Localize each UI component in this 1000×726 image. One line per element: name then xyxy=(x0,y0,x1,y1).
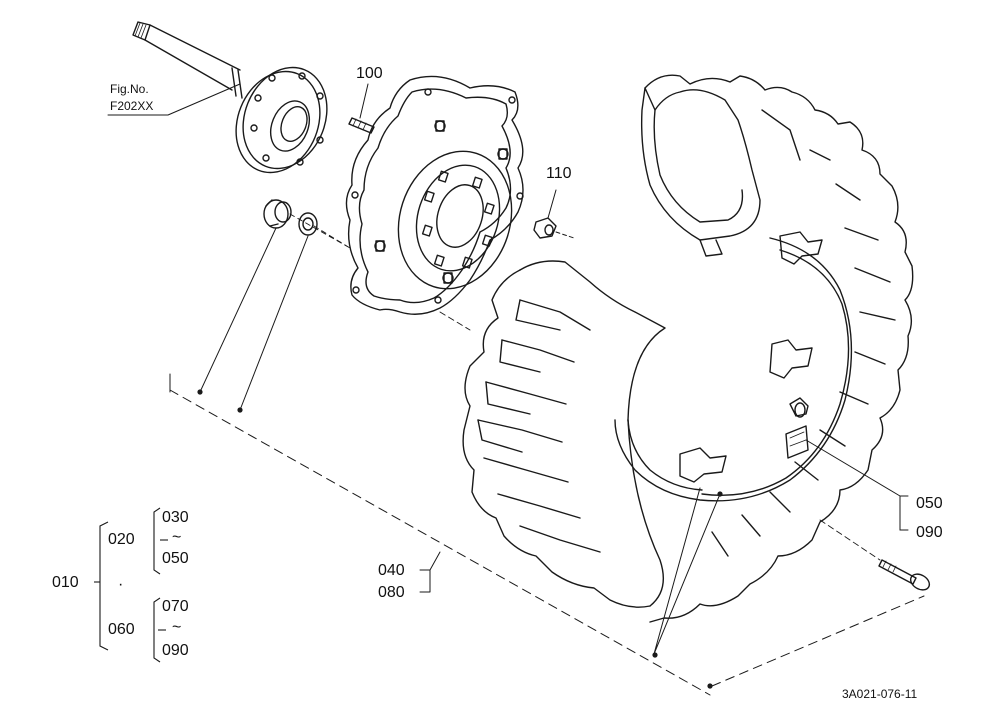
legend-group2: 060 xyxy=(108,621,135,638)
figure-ref-leader xyxy=(107,83,241,116)
callout-080: 080 xyxy=(378,584,405,601)
legend-brackets xyxy=(94,507,168,663)
legend-group2-from: 070 xyxy=(162,598,189,615)
figure-ref-line2: F202XX xyxy=(110,99,154,113)
legend-group1-from: 030 xyxy=(162,509,189,526)
drawing-number: 3A021-076-11 xyxy=(842,687,918,701)
axle-flange xyxy=(235,66,328,174)
lug-bolt xyxy=(819,519,931,591)
callout-100: 100 xyxy=(356,65,383,82)
tire-front xyxy=(462,260,666,608)
callout-090: 090 xyxy=(916,524,943,541)
legend-group1: 020 xyxy=(108,531,135,548)
assembly-dot xyxy=(707,683,713,689)
leader-040-080 xyxy=(419,551,441,571)
wheel-disc xyxy=(345,75,524,315)
assembly-dot xyxy=(237,407,243,413)
legend-group2-to: 090 xyxy=(162,642,189,659)
leader-tire-dots xyxy=(653,487,721,655)
axle-shaft xyxy=(132,21,243,99)
assembly-dot xyxy=(717,491,723,497)
tire-rear xyxy=(641,74,914,623)
assembly-dash-bolt xyxy=(711,595,925,687)
figure-ref-line1: Fig.No. xyxy=(110,82,149,96)
legend-group1-to: 050 xyxy=(162,550,189,567)
callout-040: 040 xyxy=(378,562,405,579)
assembly-dot xyxy=(652,652,658,658)
callout-110: 110 xyxy=(546,165,572,182)
legend-group1-range: ~ xyxy=(172,529,182,546)
hub-nut xyxy=(533,189,575,239)
assembly-dash-main xyxy=(169,389,711,696)
assembly-dot xyxy=(197,389,203,395)
lock-washer xyxy=(298,212,318,236)
legend-separator: · xyxy=(118,576,124,593)
spacer-collar xyxy=(263,199,292,229)
legend-root: 010 xyxy=(52,574,79,591)
rim xyxy=(614,231,853,502)
callout-050: 050 xyxy=(916,495,943,512)
stud-bolt xyxy=(348,83,375,134)
legend-group2-range: ~ xyxy=(172,619,182,636)
